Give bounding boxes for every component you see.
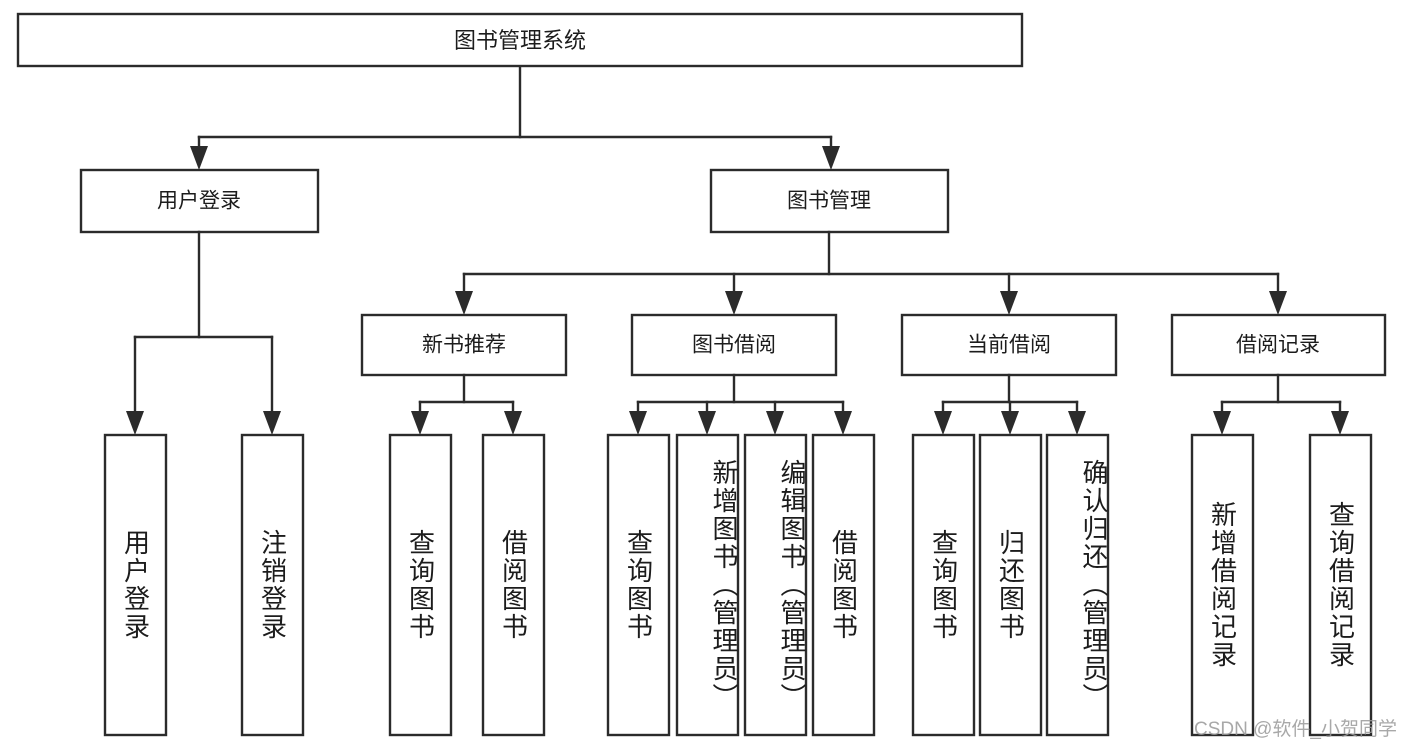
- arrow-head-icon: [504, 411, 522, 435]
- arrow-head-icon: [190, 146, 208, 170]
- arrow-head-icon: [629, 411, 647, 435]
- arrow-head-icon: [834, 411, 852, 435]
- leaf-box-new-book-recommend-0[interactable]: [388, 433, 453, 737]
- connector-current-borrow-to-leaves: [934, 373, 1086, 435]
- leaf-box-borrow-record-0[interactable]: [1190, 433, 1255, 737]
- arrow-head-icon: [766, 411, 784, 435]
- node-borrow-record-label: 借阅记录: [1236, 334, 1320, 357]
- arrow-head-icon: [934, 411, 952, 435]
- leaf-box-new-book-recommend-1[interactable]: [481, 433, 546, 737]
- leaf-box-book-borrow-3[interactable]: [811, 433, 876, 737]
- node-user-login[interactable]: 用户登录: [79, 168, 320, 234]
- arrow-head-icon: [1000, 291, 1018, 315]
- leaf-box-current-borrow-0[interactable]: [911, 433, 976, 737]
- node-borrow-record[interactable]: 借阅记录: [1170, 313, 1387, 377]
- arrow-head-icon: [1068, 411, 1086, 435]
- node-current-borrow-label: 当前借阅: [967, 334, 1051, 357]
- node-root-label: 图书管理系统: [454, 28, 586, 53]
- arrow-head-icon: [822, 146, 840, 170]
- node-current-borrow[interactable]: 当前借阅: [900, 313, 1118, 377]
- leaf-box-book-borrow-0[interactable]: [606, 433, 671, 737]
- arrow-head-icon: [263, 411, 281, 435]
- node-user-login-label: 用户登录: [157, 190, 241, 213]
- node-book-borrow-box: [630, 313, 838, 377]
- arrow-head-icon: [1331, 411, 1349, 435]
- arrow-head-icon: [1269, 291, 1287, 315]
- node-root-box: [16, 12, 1024, 68]
- node-book-management-label: 图书管理: [787, 190, 871, 213]
- node-new-book-recommend[interactable]: 新书推荐: [360, 313, 568, 377]
- node-book-borrow-label: 图书借阅: [692, 334, 776, 357]
- connector-root-to-level1: [190, 64, 840, 170]
- node-new-book-recommend-box: [360, 313, 568, 377]
- node-root[interactable]: 图书管理系统: [16, 12, 1024, 68]
- arrow-head-icon: [455, 291, 473, 315]
- connector-book-borrow-to-leaves: [629, 373, 852, 435]
- connector-borrow-record-to-leaves: [1213, 373, 1349, 435]
- connector-new-book-recommend-to-leaves: [411, 373, 522, 435]
- leaf-box-current-borrow-1[interactable]: [978, 433, 1043, 737]
- arrow-head-icon: [1001, 411, 1019, 435]
- csdn-watermark: CSDN @软件_小贺同学: [1194, 719, 1397, 740]
- node-book-management-box: [709, 168, 950, 234]
- node-book-borrow[interactable]: 图书借阅: [630, 313, 838, 377]
- leaf-box-current-borrow-2[interactable]: [1045, 433, 1110, 737]
- node-borrow-record-box: [1170, 313, 1387, 377]
- arrow-head-icon: [1213, 411, 1231, 435]
- arrow-head-icon: [126, 411, 144, 435]
- leaf-box-user-login-1[interactable]: [240, 433, 305, 737]
- connector-user-login-to-leaves: [126, 230, 281, 435]
- leaf-box-user-login-0[interactable]: [103, 433, 168, 737]
- leaf-box-book-borrow-2[interactable]: [743, 433, 808, 737]
- node-new-book-recommend-label: 新书推荐: [422, 334, 506, 357]
- arrow-head-icon: [725, 291, 743, 315]
- node-current-borrow-box: [900, 313, 1118, 377]
- connector-book-management-to-level2: [455, 230, 1287, 315]
- arrow-head-icon: [698, 411, 716, 435]
- arrow-head-icon: [411, 411, 429, 435]
- leaf-box-borrow-record-1[interactable]: [1308, 433, 1373, 737]
- node-book-management[interactable]: 图书管理: [709, 168, 950, 234]
- leaf-box-book-borrow-1[interactable]: [675, 433, 740, 737]
